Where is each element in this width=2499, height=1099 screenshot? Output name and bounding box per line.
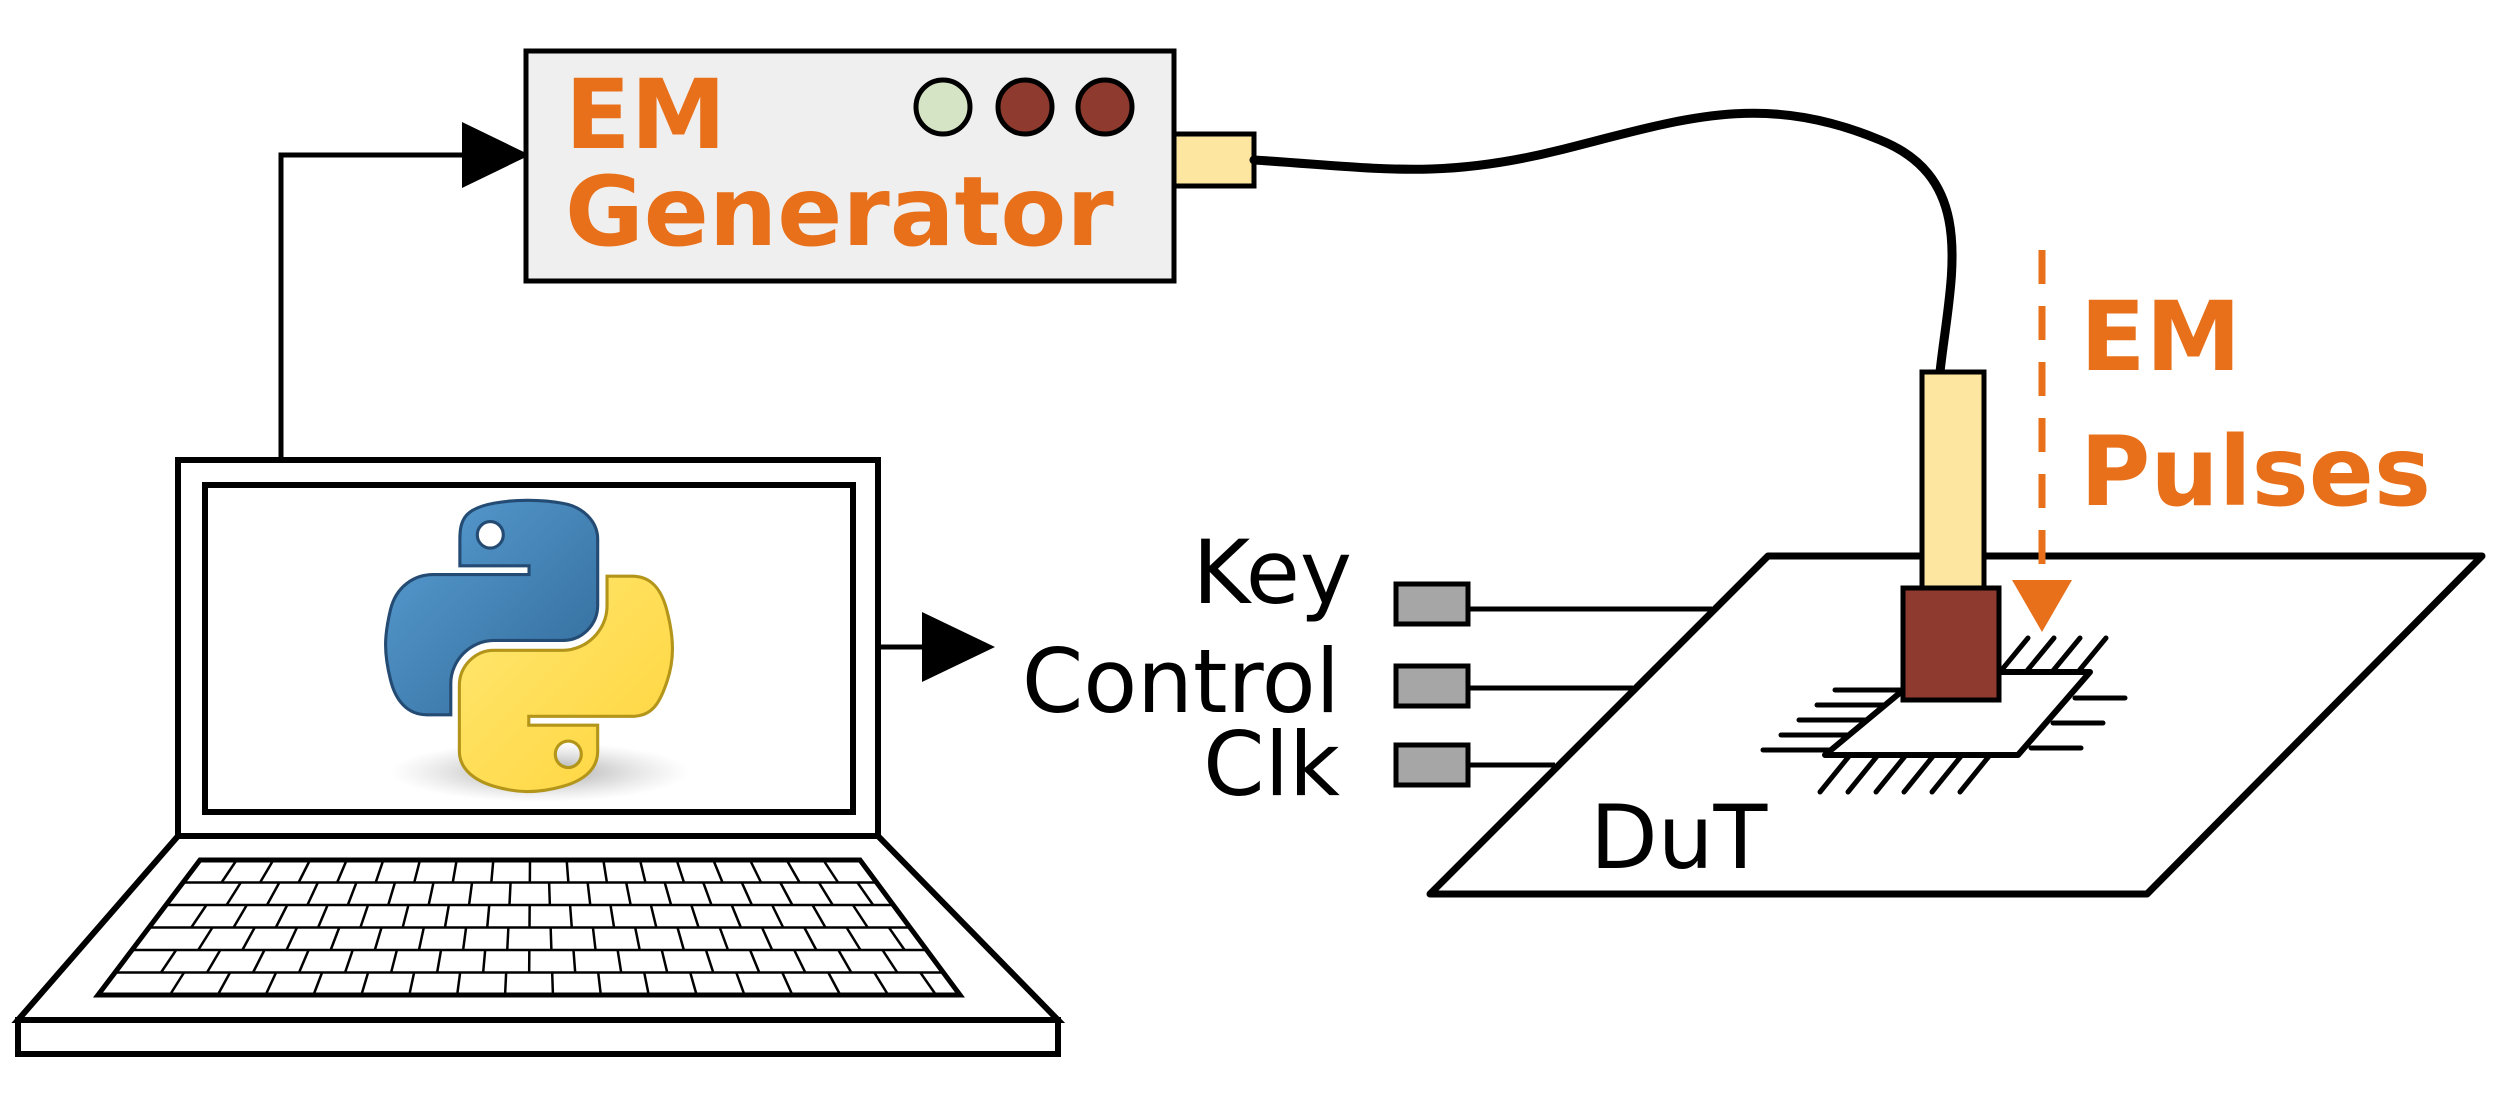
generator-box [523, 48, 1177, 284]
python-logo-icon [384, 498, 690, 802]
led-green-icon [913, 77, 973, 137]
arrow-laptop-to-generator [278, 122, 530, 462]
python-blue-snake [384, 498, 600, 717]
probe-tip [1900, 585, 2002, 703]
clk-pin [1393, 742, 1471, 788]
pulses-label-line2: Pulses [2080, 416, 2431, 528]
arrow-laptop-to-dut [878, 612, 995, 682]
clk-label: Clk [1203, 713, 1340, 816]
control-pin [1393, 663, 1471, 709]
generator-title-line2: Generator [565, 156, 1114, 268]
output-connector [1171, 131, 1257, 189]
laptop-base-edge [15, 1017, 1061, 1057]
key-label: Key [1192, 521, 1352, 624]
led-red-icon [995, 77, 1055, 137]
pulses-label-line1: EM [2080, 281, 2241, 393]
chip-body [1822, 669, 2093, 758]
em-pulses: EM Pulses [2012, 250, 2431, 632]
keyboard-keys [115, 859, 944, 996]
python-yellow-snake [457, 574, 674, 794]
control-label: Control [1022, 630, 1340, 733]
pulse-arrow-head [2012, 580, 2072, 632]
target-chip [1760, 635, 2128, 795]
dut-label: DuT [1590, 786, 1769, 889]
generator-title-line1: EM [565, 59, 726, 171]
key-pin [1393, 581, 1471, 627]
input-signals: Key Control Clk [1022, 521, 1712, 816]
em-generator: EM Generator [523, 48, 1257, 284]
em-probe [1900, 369, 2002, 703]
probe-cable [1249, 108, 1957, 377]
led-red-icon [1075, 77, 1135, 137]
probe-shaft [1919, 369, 1987, 593]
